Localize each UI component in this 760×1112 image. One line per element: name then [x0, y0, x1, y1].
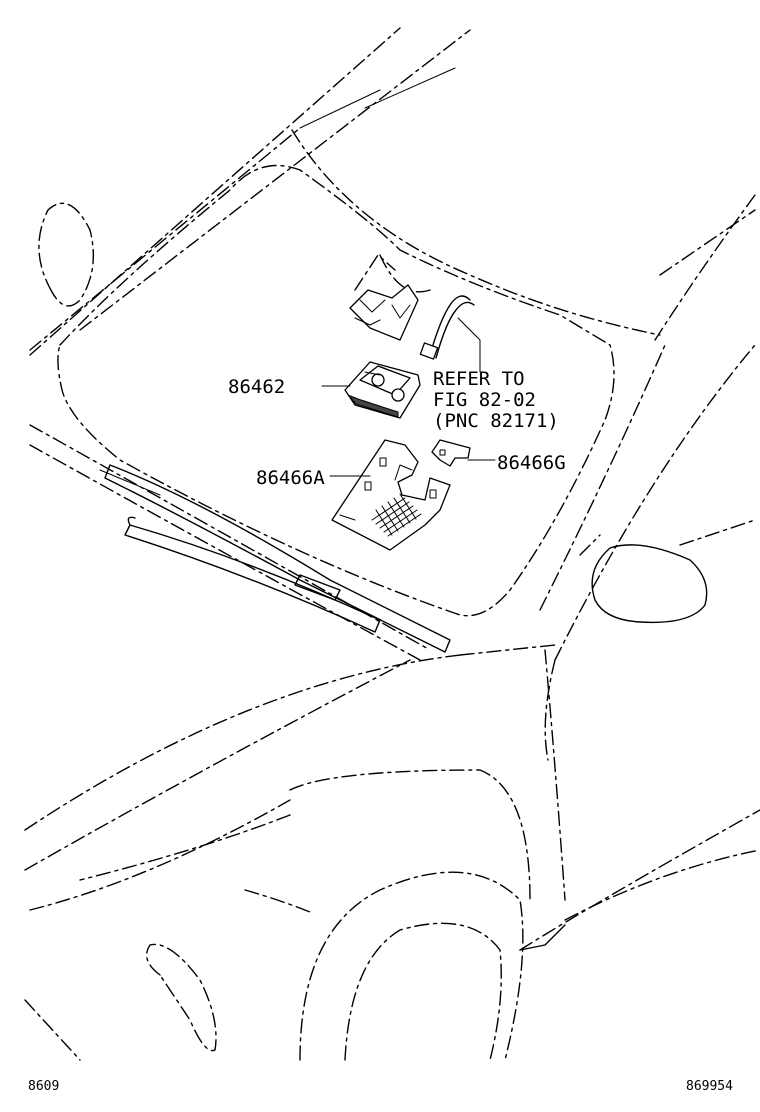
refer-note-line-2: FIG 82-02	[433, 389, 536, 411]
illustration-id: 869954	[686, 1079, 733, 1094]
wiper-arms	[99, 464, 451, 653]
cover-vent-grille	[371, 493, 422, 537]
bracket-86466G	[431, 439, 471, 467]
sensor-86462	[344, 361, 421, 419]
wire-harness	[419, 295, 475, 360]
callout-86466G: 86466G	[497, 452, 566, 474]
cover-86466A	[331, 439, 451, 551]
callout-86466A: 86466A	[256, 467, 325, 489]
refer-note-line-1: REFER TO	[433, 368, 525, 390]
windshield	[57, 164, 615, 617]
callout-86462: 86462	[228, 376, 285, 398]
mirror-mount	[349, 254, 431, 341]
refer-note-line-3: (PNC 82171)	[433, 410, 559, 432]
figure-code: 8609	[28, 1079, 59, 1094]
leader-lines	[321, 317, 496, 477]
